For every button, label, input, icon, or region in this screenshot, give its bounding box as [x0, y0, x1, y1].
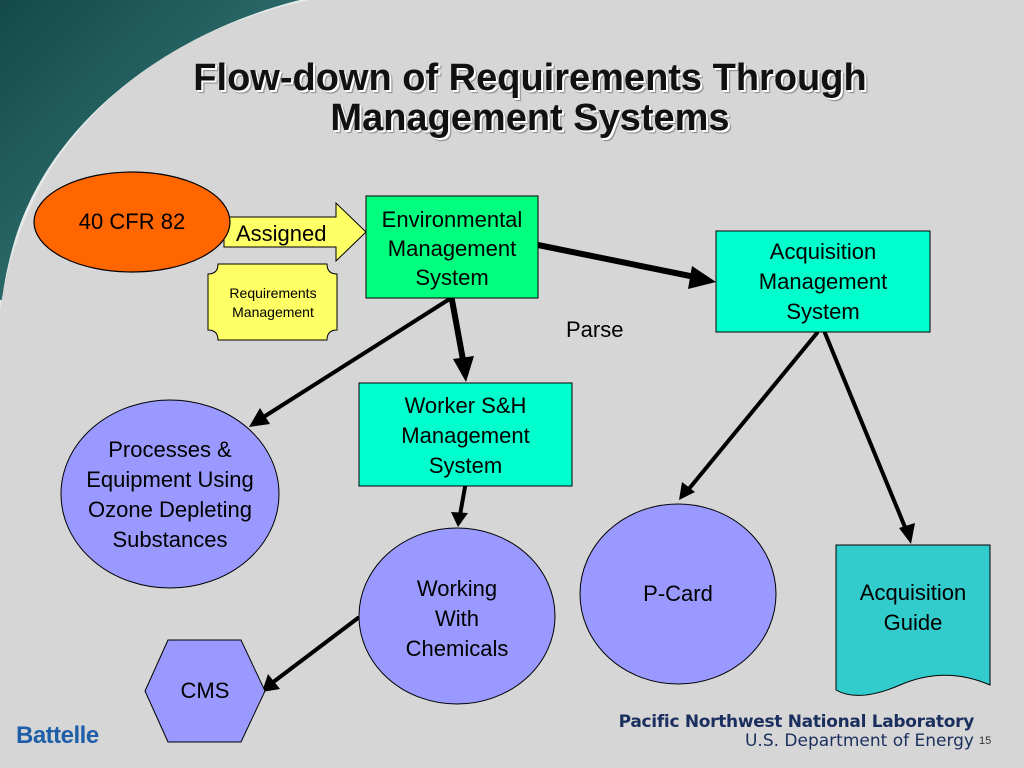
lab-name: Pacific Northwest National Laboratory [618, 712, 975, 732]
working-ellipse [358, 527, 556, 705]
arrowhead-pcard [679, 482, 695, 500]
worker-box [358, 382, 573, 487]
cfr-label: 40 CFR 82 [78, 209, 186, 234]
requirements-management-shape [207, 263, 338, 341]
cfr-ellipse [33, 171, 231, 273]
working-label: Working With Chemicals [405, 576, 509, 661]
ems-label: Environmental Management System [381, 206, 523, 290]
arrowhead-worker [453, 356, 474, 382]
title-line-2: Management Systems [330, 97, 730, 139]
requirements-management-label: Requirements Management [229, 285, 317, 320]
processes-ellipse [60, 399, 280, 589]
department-name: U.S. Department of Energy [744, 731, 974, 751]
arrow-ems-to-processes [260, 298, 450, 420]
pcard-label: P-Card [643, 581, 713, 606]
arrow-ems-to-ams [535, 242, 703, 281]
corner-swoosh [0, 0, 300, 300]
arrowhead-cms [262, 674, 280, 692]
assigned-label: Assigned [236, 221, 327, 246]
arrowhead-guide [899, 523, 915, 544]
parse-label: Parse [566, 317, 624, 342]
arrow-ams-to-pcard [686, 331, 819, 492]
page-title: Flow-down of Requirements Through Manage… [160, 58, 900, 138]
arrow-ams-to-guide [823, 331, 909, 534]
ams-box [715, 230, 931, 333]
arrowhead-processes [249, 408, 270, 427]
cms-hexagon [144, 639, 266, 743]
arrow-ems-to-worker [449, 297, 466, 363]
ams-label: Acquisition Management System [758, 239, 888, 324]
arrow-worker-to-working [458, 485, 467, 517]
worker-label: Worker S&H Management System [401, 393, 530, 478]
arrowhead-working [451, 512, 468, 527]
acquisition-guide-shape [835, 544, 991, 696]
cms-label: CMS [180, 678, 230, 703]
ems-box [365, 195, 539, 299]
pcard-ellipse [579, 503, 777, 685]
arrow-working-to-cms [270, 616, 360, 685]
arrowhead-ams [688, 266, 716, 289]
acquisition-guide-label: Acquisition Guide [859, 580, 967, 635]
processes-label: Processes & Equipment Using Ozone Deplet… [86, 437, 254, 552]
page-number: 15 [979, 735, 992, 747]
assigned-block-arrow [223, 201, 367, 263]
title-line-1: Flow-down of Requirements Through [193, 57, 867, 99]
battelle-logo: Battelle [16, 722, 99, 749]
